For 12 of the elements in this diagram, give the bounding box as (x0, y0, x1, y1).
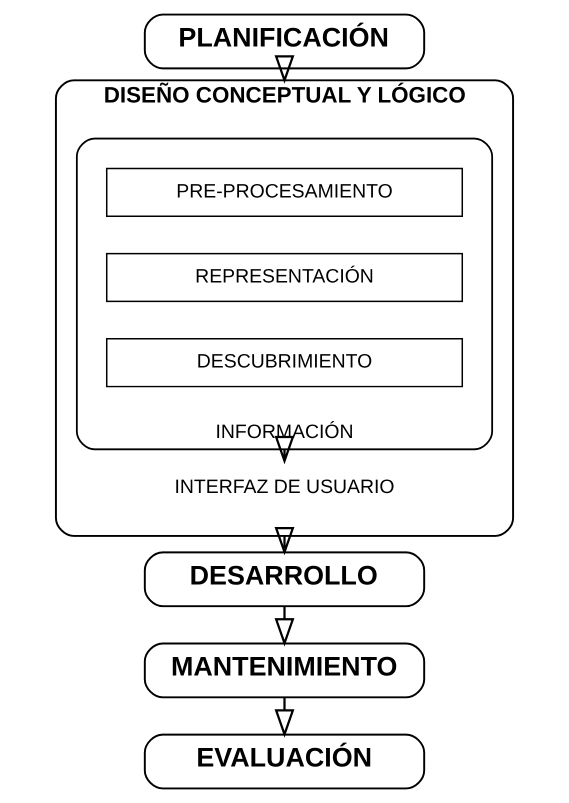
node-text: INTERFAZ DE USUARIO (174, 476, 394, 498)
arrow (274, 55, 294, 84)
arrow (274, 697, 294, 738)
arrow (274, 436, 294, 464)
arrow (274, 527, 294, 556)
arrow (274, 606, 294, 647)
node-box: MANTENIMIENTO (144, 642, 426, 698)
node-box: DESCUBRIMIENTO (106, 338, 464, 388)
node-box: EVALUACIÓN (144, 734, 426, 790)
node-box: PRE-PROCESAMIENTO (106, 168, 464, 217)
node-box: DESARROLLO (144, 551, 426, 608)
node-box: REPRESENTACIÓN (106, 252, 464, 302)
